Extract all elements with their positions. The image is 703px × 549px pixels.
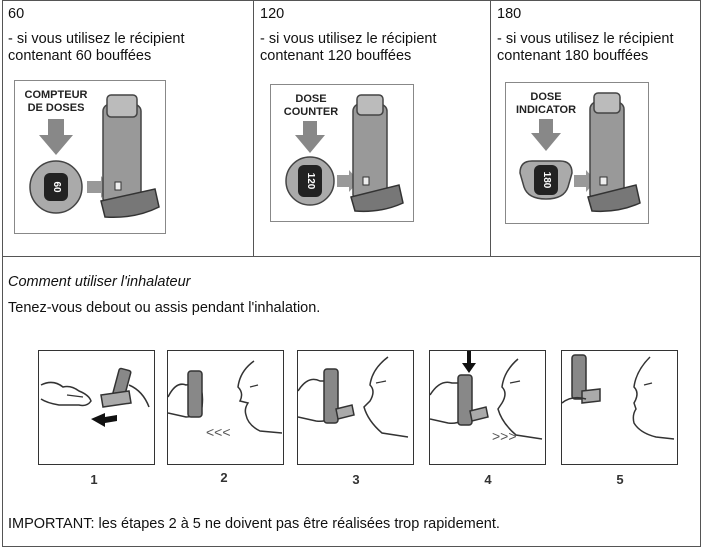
step-3-drawing xyxy=(298,356,409,438)
row-divider xyxy=(3,256,700,257)
inhaler-counter-drawing xyxy=(285,94,404,213)
cell-description-line2: contenant 120 bouffées xyxy=(260,48,412,64)
column-divider xyxy=(490,1,491,257)
howto-instruction: Tenez-vous debout ou assis pendant l'inh… xyxy=(8,300,321,316)
step-number: 5 xyxy=(616,472,624,487)
howto-title: Comment utiliser l'inhalateur xyxy=(8,274,191,290)
dose-counter-illustration-180: DOSE INDICATOR 180 xyxy=(505,82,649,224)
label-line1: DOSE xyxy=(530,91,562,103)
cell-description-line2: contenant 60 bouffées xyxy=(8,48,152,64)
step-1-drawing xyxy=(40,367,150,427)
cell-description-line1: - si vous utilisez le récipient xyxy=(260,31,437,47)
step-number: 3 xyxy=(352,472,360,487)
cell-number: 120 xyxy=(260,6,285,22)
counter-display: 60 xyxy=(51,181,62,193)
step-number: 4 xyxy=(484,472,492,487)
counter-display: 120 xyxy=(305,172,316,190)
dose-counter-illustration-120: DOSE COUNTER 120 xyxy=(270,84,414,222)
step-5-illustration xyxy=(561,350,678,465)
step-5-drawing xyxy=(562,354,675,440)
inhaler-counter-drawing xyxy=(519,92,641,213)
svg-text:>>>: >>> xyxy=(492,428,517,444)
important-note: IMPORTANT: les étapes 2 à 5 ne doivent p… xyxy=(8,516,500,532)
label-line2: INDICATOR xyxy=(515,104,577,116)
label-line1: COMPTEUR xyxy=(24,89,88,101)
step-2-illustration: <<< xyxy=(167,350,284,465)
cell-description-line1: - si vous utilisez le récipient xyxy=(497,31,674,47)
step-2-drawing: <<< xyxy=(168,360,282,440)
label-line1: DOSE xyxy=(295,93,327,105)
step-1-illustration xyxy=(38,350,155,465)
cell-description-line2: contenant 180 bouffées xyxy=(497,48,649,64)
svg-text:<<<: <<< xyxy=(206,424,231,440)
cell-description-line1: - si vous utilisez le récipient xyxy=(8,31,185,47)
inhaler-counter-drawing xyxy=(29,94,160,219)
counter-display: 180 xyxy=(541,171,552,189)
dose-counter-illustration-60: COMPTEUR DE DOSES 60 xyxy=(14,80,166,234)
step-number: 1 xyxy=(90,472,98,487)
cell-number: 60 xyxy=(8,6,25,22)
step-4-drawing: >>> xyxy=(430,351,543,444)
label-line2: COUNTER xyxy=(283,106,339,118)
cell-number: 180 xyxy=(497,6,522,22)
label-line2: DE DOSES xyxy=(27,102,85,114)
step-4-illustration: >>> xyxy=(429,350,546,465)
step-number: 2 xyxy=(220,470,228,485)
column-divider xyxy=(253,1,254,257)
step-3-illustration xyxy=(297,350,414,465)
